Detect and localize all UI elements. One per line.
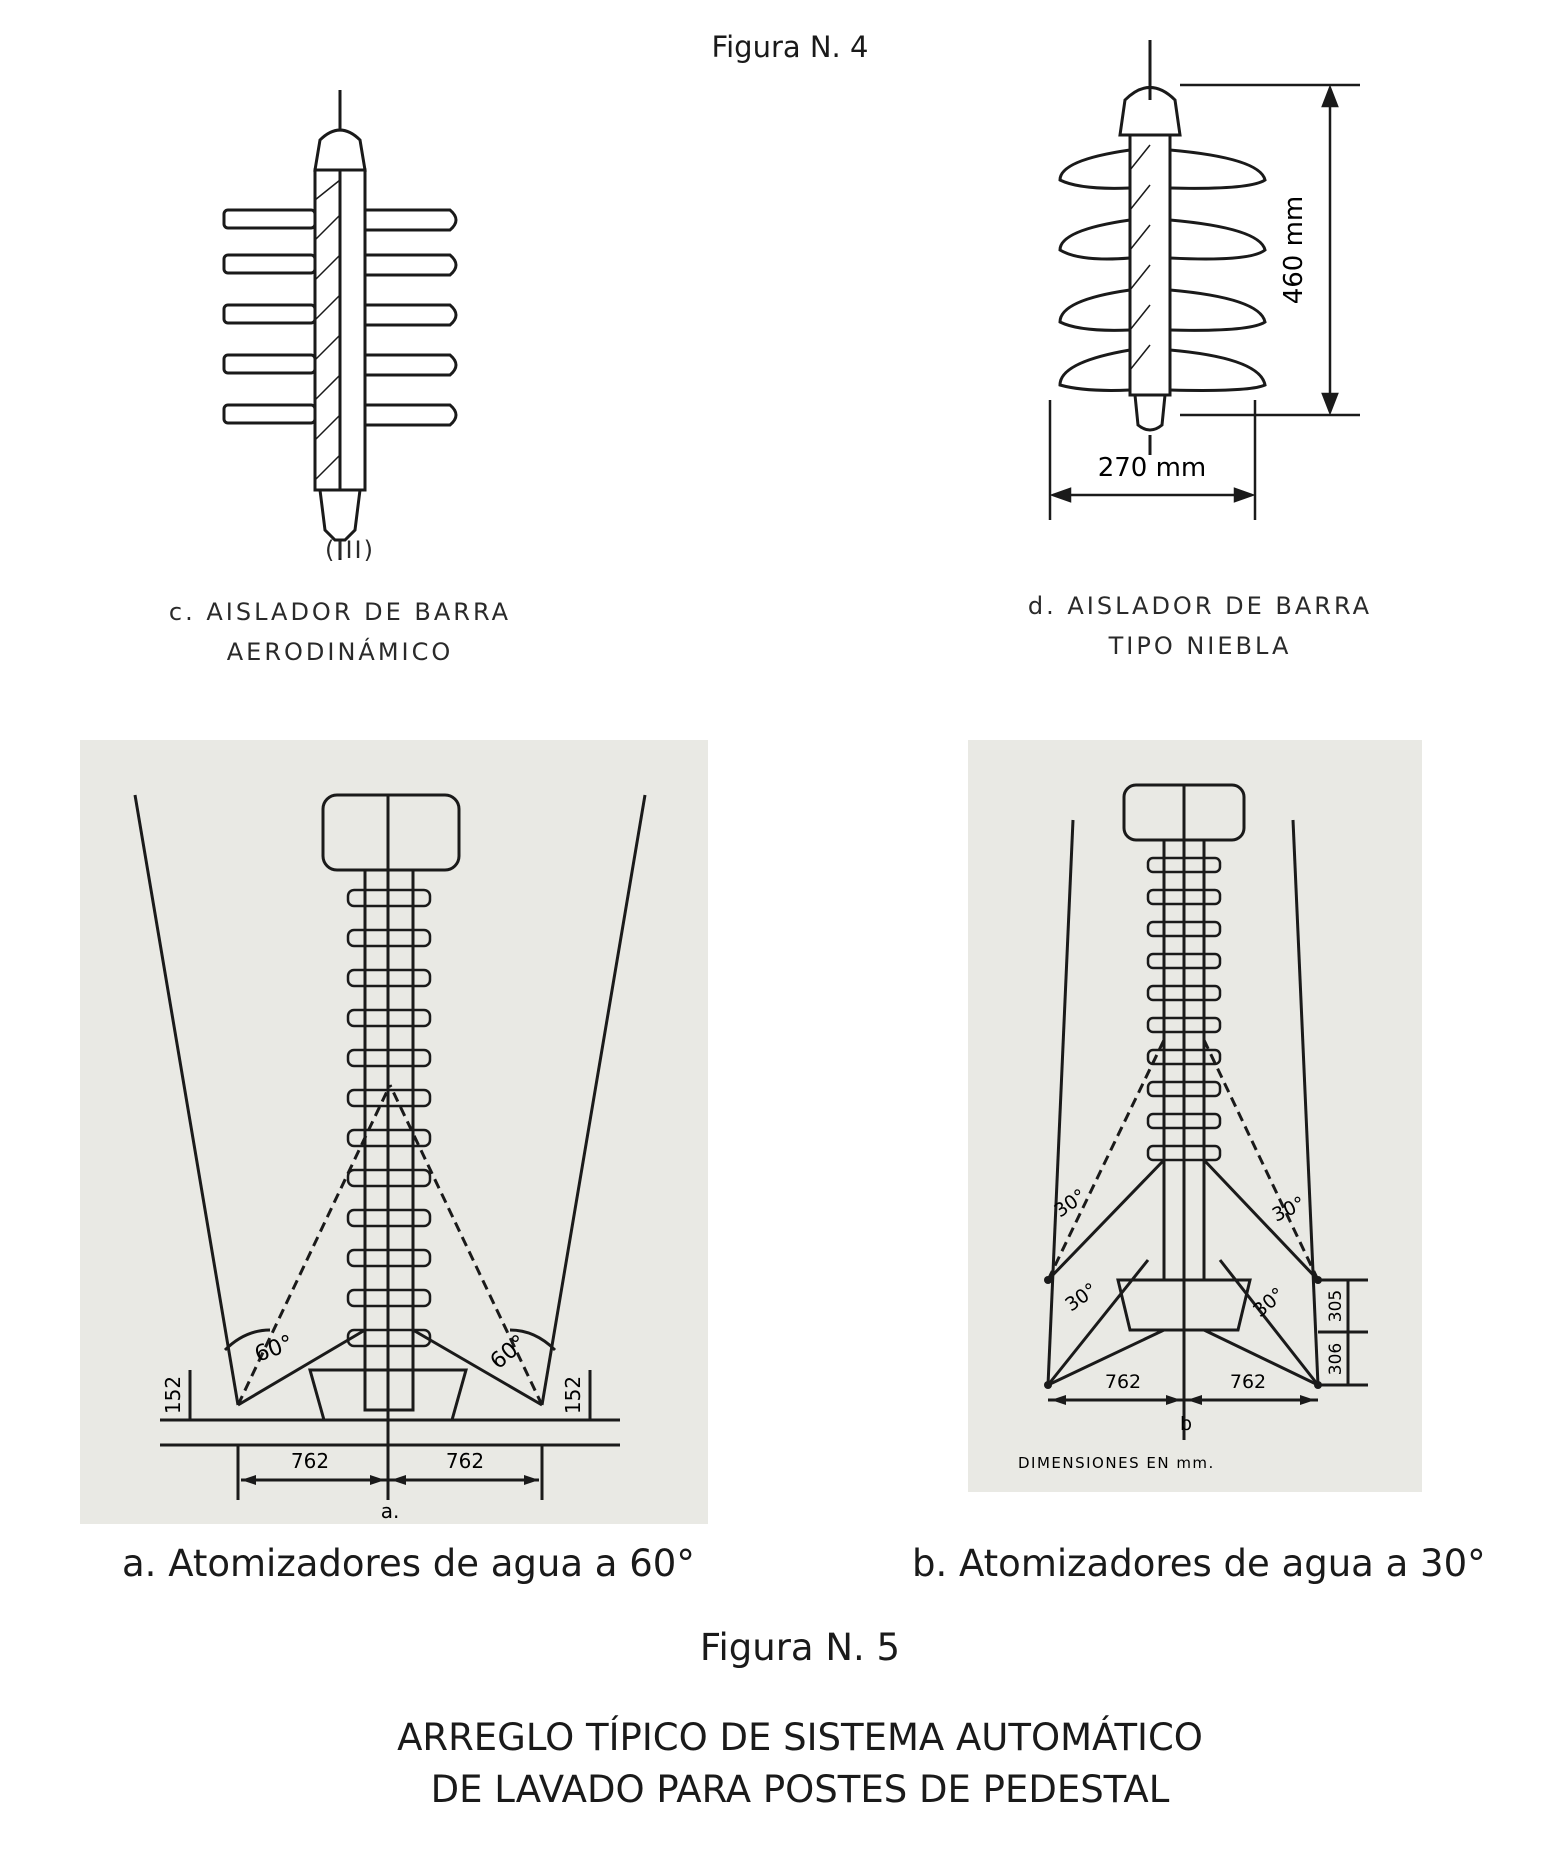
diagram-a-spacing-right: 762 bbox=[446, 1449, 484, 1473]
diagram-b-angle-lower-right: 30° bbox=[1249, 1283, 1289, 1322]
diagram-b-angle-upper-right: 30° bbox=[1269, 1192, 1309, 1226]
diagram-a-spray-60: 60° 60° 152 152 762 762 a. bbox=[133, 793, 647, 1523]
diagram-a-angle-left: 60° bbox=[252, 1331, 297, 1368]
figure-5-title: Figura N. 5 bbox=[699, 1626, 901, 1669]
diagram-b-spray-30: 30° 30° 30° 30° 305 306 762 762 b DIMENS… bbox=[1018, 783, 1368, 1472]
diagram-b-units-note: DIMENSIONES EN mm. bbox=[1018, 1454, 1215, 1472]
diagram-b-height-upper: 305 bbox=[1326, 1290, 1346, 1322]
figure-5-heading: ARREGLO TÍPICO DE SISTEMA AUTOMÁTICO DE … bbox=[0, 1712, 1548, 1816]
fog-type-insulator-drawing: 460 mm 270 mm bbox=[1048, 40, 1360, 520]
figure-5-heading-line1: ARREGLO TÍPICO DE SISTEMA AUTOMÁTICO bbox=[397, 1716, 1203, 1759]
insulator-c-caption: c. AISLADOR DE BARRA AERODINÁMICO bbox=[140, 592, 540, 672]
insulator-c-caption-line1: c. AISLADOR DE BARRA bbox=[168, 598, 512, 626]
diagram-b-spacing-left: 762 bbox=[1105, 1371, 1141, 1393]
insulator-d-caption-line2: TIPO NIEBLA bbox=[1108, 632, 1292, 660]
diagram-a-spacing-left: 762 bbox=[291, 1449, 329, 1473]
diagram-b-height-lower: 306 bbox=[1326, 1343, 1346, 1375]
diagram-b-panel: 30° 30° 30° 30° 305 306 762 762 b DIMENS… bbox=[968, 740, 1422, 1492]
diagram-b-letter: b bbox=[1180, 1413, 1192, 1435]
insulator-c-marker: (III) bbox=[325, 536, 375, 564]
insulator-c-caption-line2: AERODINÁMICO bbox=[226, 638, 454, 666]
diagram-a-caption: a. Atomizadores de agua a 60° bbox=[122, 1542, 695, 1585]
insulator-d-caption: d. AISLADOR DE BARRA TIPO NIEBLA bbox=[1000, 586, 1400, 666]
figure-4-title: Figura N. 4 bbox=[711, 30, 869, 64]
diagram-b-angle-lower-left: 30° bbox=[1061, 1279, 1101, 1316]
diagram-b-spacing-right: 762 bbox=[1230, 1371, 1266, 1393]
insulator-d-width-label: 270 mm bbox=[1098, 453, 1207, 483]
insulator-d-height-label: 460 mm bbox=[1279, 196, 1309, 305]
aerodynamic-insulator-drawing bbox=[222, 90, 458, 560]
figure-5-heading-line2: DE LAVADO PARA POSTES DE PEDESTAL bbox=[430, 1768, 1170, 1811]
diagram-a-panel: 60° 60° 152 152 762 762 a. bbox=[80, 740, 708, 1524]
diagram-b-caption: b. Atomizadores de agua a 30° bbox=[912, 1542, 1486, 1585]
diagram-a-letter: a. bbox=[381, 1499, 400, 1523]
insulator-d-caption-line1: d. AISLADOR DE BARRA bbox=[1027, 592, 1373, 620]
diagram-a-height-left: 152 bbox=[161, 1376, 185, 1414]
diagram-a-height-right: 152 bbox=[561, 1376, 585, 1414]
